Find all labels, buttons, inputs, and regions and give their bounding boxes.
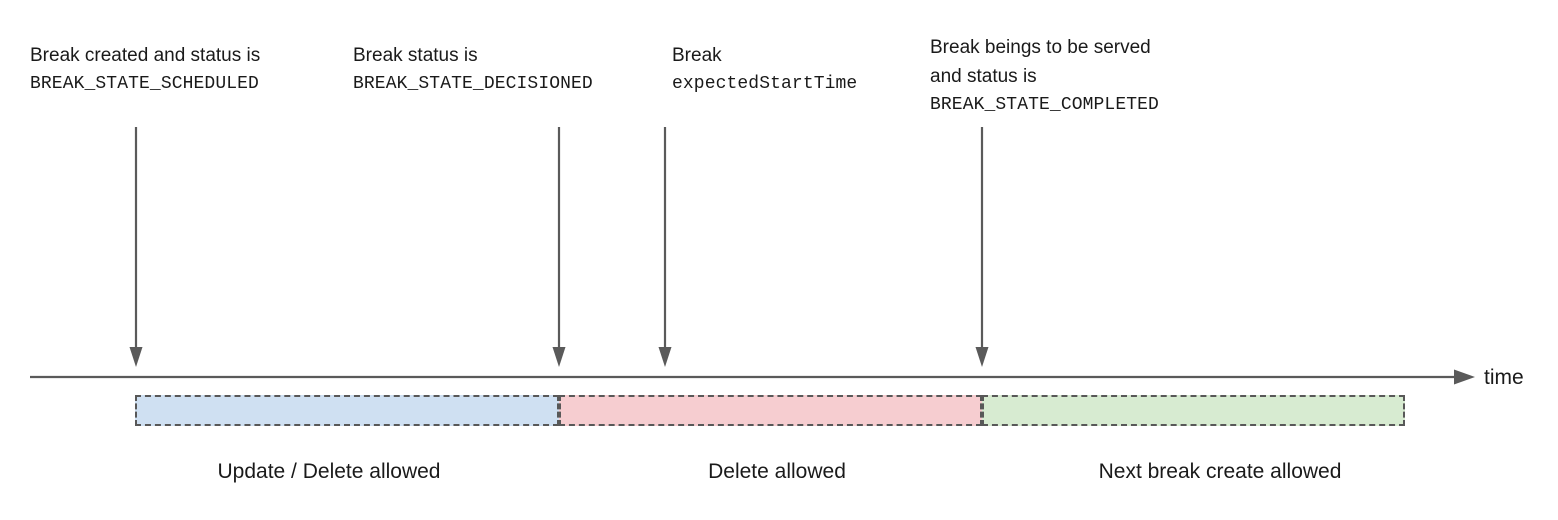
down-arrow-icon [552,127,566,368]
event-label-break-expected-start: Break expectedStartTime [672,41,857,99]
event-label-line: Break created and status is [30,45,261,66]
event-label-break-decisioned: Break status is BREAK_STATE_DECISIONED [353,41,593,99]
phase-bar-next-break-create [982,395,1405,426]
event-label-break-created: Break created and status is BREAK_STATE_… [30,41,260,99]
phase-bar-delete-only [559,395,982,426]
event-label-line: Break beings to be served [930,37,1151,58]
down-arrow-icon [975,127,989,368]
event-label-line: and status is [930,66,1037,87]
down-arrow-icon [129,127,143,368]
event-label-line: Break [672,45,722,66]
axis-caption-time: time [1484,366,1524,389]
event-label-line: Break status is [353,45,478,66]
event-label-break-completed: Break beings to be served and status is … [930,33,1159,120]
phase-caption-update-delete: Update / Delete allowed [217,460,441,483]
event-label-line: BREAK_STATE_DECISIONED [353,74,593,94]
event-label-line: BREAK_STATE_COMPLETED [930,95,1159,115]
phase-caption-next-break-create: Next break create allowed [1098,460,1342,483]
event-label-line: BREAK_STATE_SCHEDULED [30,74,259,94]
phase-caption-delete-only: Delete allowed [708,460,846,483]
phase-bar-update-delete [135,395,559,426]
time-axis [30,362,1480,392]
event-label-line: expectedStartTime [672,74,858,94]
down-arrow-icon [658,127,672,368]
